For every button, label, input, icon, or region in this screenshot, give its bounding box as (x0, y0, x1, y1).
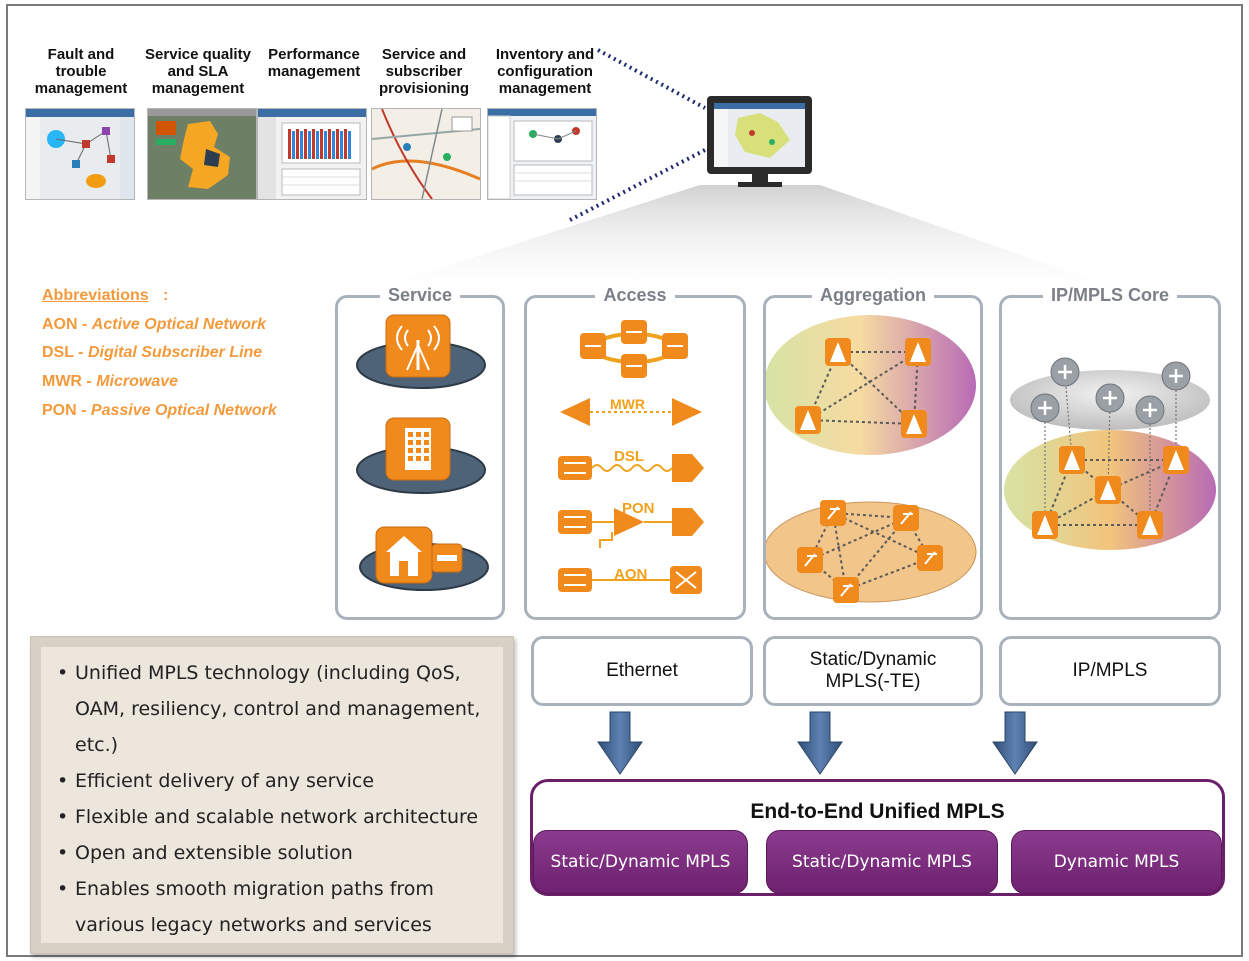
router-icon (795, 338, 931, 438)
house-icon (359, 526, 489, 591)
ip-mpls-box: IP/MPLS (999, 636, 1221, 706)
access-panel: Access (524, 285, 746, 620)
aggregation-ethernet-cloud (763, 500, 977, 603)
ring-switch-icon (580, 320, 688, 378)
unified-mpls-box: End-to-End Unified MPLS Static/Dynamic M… (530, 779, 1225, 896)
performance-chart-thumbnail (257, 108, 367, 200)
mwr-link-icon (560, 398, 702, 426)
switch-icon (797, 500, 943, 603)
monitor-icon (707, 96, 812, 187)
benefit-item: Open and extensible solution (57, 835, 497, 871)
aggregation-panel-title: Aggregation (812, 285, 934, 305)
core-router-icon (1030, 357, 1191, 425)
abbreviation-pon: PON - Passive Optical Network (42, 402, 277, 419)
ethernet-box: Ethernet (531, 636, 753, 706)
aon-label: AON (614, 566, 648, 583)
benefits-box: Unified MPLS technology (including QoS, … (30, 636, 514, 954)
aggregation-panel: Aggregation (763, 285, 983, 620)
core-network-cloud (1004, 357, 1216, 550)
aggregation-mpls-cloud (764, 315, 976, 455)
abbreviation-aon: AON - Active Optical Network (42, 316, 267, 333)
benefit-item: Unified MPLS technology (including QoS, … (57, 655, 497, 763)
abbreviation-mwr: MWR - Microwave (42, 373, 179, 390)
arrow-down-icon (597, 711, 1038, 775)
dotted-line-lower (569, 148, 706, 222)
abbreviations-colon: : (163, 287, 169, 304)
segment-static-dynamic-mpls-1: Static/Dynamic MPLS (533, 830, 748, 894)
core-panel-title: IP/MPLS Core (1042, 285, 1178, 305)
benefits-list: Unified MPLS technology (including QoS, … (57, 655, 497, 943)
segment-static-dynamic-mpls-2: Static/Dynamic MPLS (766, 830, 998, 894)
dsl-link-icon (558, 454, 704, 482)
mwr-label: MWR (610, 396, 645, 412)
sla-map-thumbnail (147, 108, 257, 200)
segment-dynamic-mpls: Dynamic MPLS (1011, 830, 1222, 894)
edge-router-icon (1032, 446, 1189, 539)
access-panel-title: Access (595, 285, 675, 305)
dsl-label: DSL (614, 448, 644, 465)
aon-link-icon (558, 566, 702, 594)
benefit-item: Efficient delivery of any service (57, 763, 497, 799)
abbreviations-title: Abbreviations (42, 287, 149, 304)
benefit-item: Flexible and scalable network architectu… (57, 799, 497, 835)
nms-label-sla: Service quality and SLA management (145, 46, 251, 97)
service-panel: Service (335, 285, 505, 620)
benefit-item: Enables smooth migration paths from vari… (57, 871, 497, 943)
abbreviation-dsl: DSL - Digital Subscriber Line (42, 344, 263, 361)
core-panel: IP/MPLS Core (999, 285, 1221, 620)
service-panel-title: Service (379, 285, 461, 305)
pon-link-icon (558, 508, 704, 548)
unified-mpls-title: End-to-End Unified MPLS (750, 800, 1005, 823)
nms-label-provisioning: Service and subscriber provisioning (379, 46, 469, 97)
dotted-line-upper (597, 48, 706, 110)
nms-label-fault: Fault and trouble management (34, 46, 128, 97)
static-dynamic-mpls-te-box: Static/Dynamic MPLS(-TE) (763, 636, 983, 706)
inventory-screenshot-thumbnail (487, 108, 597, 200)
pon-label: PON (622, 500, 655, 517)
spotlight-cone (340, 185, 1150, 300)
nms-label-performance: Performance management (267, 46, 361, 80)
keypad-icon (356, 417, 486, 494)
antenna-icon (356, 314, 486, 389)
nms-label-inventory: Inventory and configuration management (495, 46, 595, 97)
outer-frame (6, 4, 1243, 957)
fault-screenshot-thumbnail (25, 108, 135, 200)
provisioning-map-thumbnail (371, 108, 481, 200)
